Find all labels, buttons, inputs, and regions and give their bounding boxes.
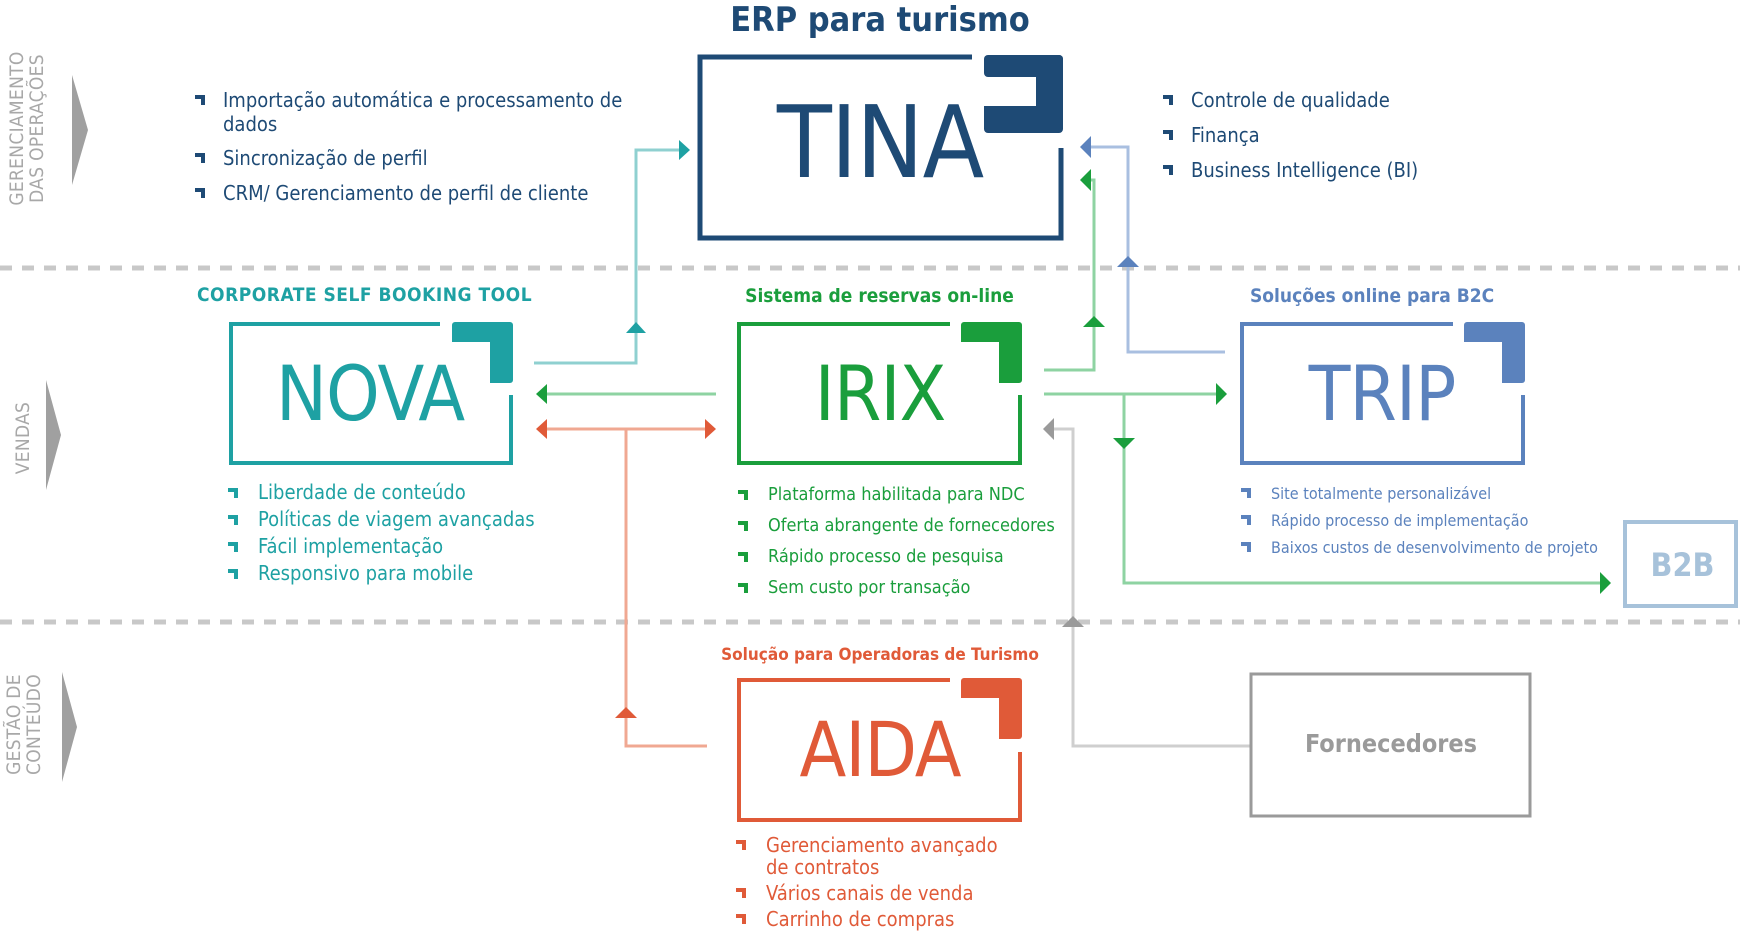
aida-subtitle: Solução para Operadoras de Turismo [721, 645, 1039, 665]
tina-box[interactable] [697, 54, 1064, 241]
bullet-icon [736, 840, 746, 850]
bullet-icon [738, 521, 748, 531]
arrow-head [705, 419, 716, 439]
trip-features: Site totalmente personalizável Rápido pr… [1241, 480, 1598, 561]
bullet-icon [738, 490, 748, 500]
list-item: Gerenciamento avançado de contratos [736, 834, 1006, 878]
bullet-icon [1163, 95, 1173, 105]
nova-name: NOVA [275, 349, 465, 438]
nova-subtitle: CORPORATE SELF BOOKING TOOL [197, 284, 533, 306]
connector-irix-nova [536, 384, 716, 404]
page-title: ERP para turismo [730, 0, 1030, 40]
bullet-icon [736, 888, 746, 898]
trip-box[interactable] [1240, 322, 1525, 465]
bullet-icon [195, 153, 205, 163]
arrow-head [1080, 169, 1091, 191]
bullet-icon [1241, 515, 1251, 525]
list-item: Vários canais de venda [736, 882, 1006, 904]
lane-arrow-sales [46, 380, 61, 490]
aida-features: Gerenciamento avançado de contratos Vári… [736, 834, 1006, 930]
nova-box[interactable] [229, 322, 513, 465]
bullet-icon [1163, 165, 1173, 175]
nova-features: Liberdade de conteúdo Políticas de viage… [228, 479, 535, 587]
bullet-icon [195, 95, 205, 105]
bullet-icon [228, 569, 238, 579]
arrow-head [615, 707, 637, 718]
list-item: Controle de qualidade [1163, 88, 1418, 112]
bullet-icon [228, 515, 238, 525]
irix-box[interactable] [737, 322, 1022, 465]
aida-box[interactable] [737, 678, 1022, 822]
connector-nova-tina [534, 140, 690, 365]
b2b-label: B2B [1650, 546, 1715, 584]
lane-label-content: GESTÃO DE CONTEÚDO [3, 674, 45, 775]
arrow-head [1080, 136, 1091, 158]
trip-name: TRIP [1308, 349, 1457, 438]
b2b-box[interactable] [1623, 520, 1738, 608]
lane-arrow-ops [72, 75, 88, 185]
list-item: Fácil implementação [228, 533, 535, 560]
arrow-head [1117, 256, 1139, 267]
list-item: Sem custo por transação [738, 572, 1055, 603]
bullet-icon [228, 488, 238, 498]
list-item: Oferta abrangente de fornecedores [738, 510, 1055, 541]
irix-subtitle: Sistema de reservas on-line [745, 285, 1014, 307]
bullet-icon [738, 583, 748, 593]
list-item: Liberdade de conteúdo [228, 479, 535, 506]
connector-suppliers-irix [1043, 418, 1250, 748]
list-item: Rápido processo de implementação [1241, 507, 1598, 534]
bullet-icon [1163, 130, 1173, 140]
bullet-icon [736, 914, 746, 924]
irix-name: IRIX [814, 349, 947, 438]
bullet-icon [1241, 542, 1251, 552]
tina-right-features: Controle de qualidade Finança Business I… [1163, 88, 1418, 182]
bullet-icon [228, 542, 238, 552]
list-item: Importação automática e processamento de… [195, 88, 643, 136]
connector-irix-b2b [1113, 394, 1611, 594]
list-item: Plataforma habilitada para NDC [738, 479, 1055, 510]
arrow-head [536, 384, 547, 404]
bullet-icon [1241, 488, 1251, 498]
tina-left-features: Importação automática e processamento de… [195, 88, 643, 205]
list-item: Responsivo para mobile [228, 560, 535, 587]
suppliers-label: Fornecedores [1304, 729, 1478, 758]
list-item: Rápido processo de pesquisa [738, 541, 1055, 572]
list-item: Finança [1163, 123, 1418, 147]
lane-label-ops: GERENCIAMENTO DAS OPERAÇÕES [6, 51, 48, 206]
bullet-icon [738, 552, 748, 562]
aida-name: AIDA [799, 705, 962, 794]
connector-trip-tina [1080, 136, 1225, 354]
connector-irix-tina [1044, 169, 1105, 372]
arrow-head [679, 140, 690, 160]
arrow-head [1216, 383, 1227, 405]
lane-label-sales: VENDAS [12, 401, 34, 475]
irix-features: Plataforma habilitada para NDC Oferta ab… [738, 479, 1055, 603]
tina-name: TINA [776, 84, 984, 201]
arrow-head [536, 419, 547, 439]
connector-irix-trip [1044, 383, 1227, 405]
list-item: Baixos custos de desenvolvimento de proj… [1241, 534, 1598, 561]
list-item: Site totalmente personalizável [1241, 480, 1598, 507]
arrow-head [626, 322, 646, 333]
arrow-head [1600, 572, 1611, 594]
list-item: Políticas de viagem avançadas [228, 506, 535, 533]
bullet-icon [195, 188, 205, 198]
connector-aida-nova-irix [536, 419, 716, 748]
list-item: Business Intelligence (BI) [1163, 158, 1418, 182]
list-item: Carrinho de compras [736, 908, 1006, 930]
suppliers-box[interactable] [1249, 672, 1532, 818]
lane-arrow-content [62, 672, 77, 782]
arrow-head [1062, 616, 1084, 627]
trip-subtitle: Soluções online para B2C [1250, 285, 1495, 307]
list-item: CRM/ Gerenciamento de perfil de cliente [195, 181, 643, 205]
arrow-head [1083, 316, 1105, 327]
list-item: Sincronização de perfil [195, 146, 643, 170]
arrow-head [1043, 418, 1054, 440]
arrow-head [1113, 438, 1135, 449]
